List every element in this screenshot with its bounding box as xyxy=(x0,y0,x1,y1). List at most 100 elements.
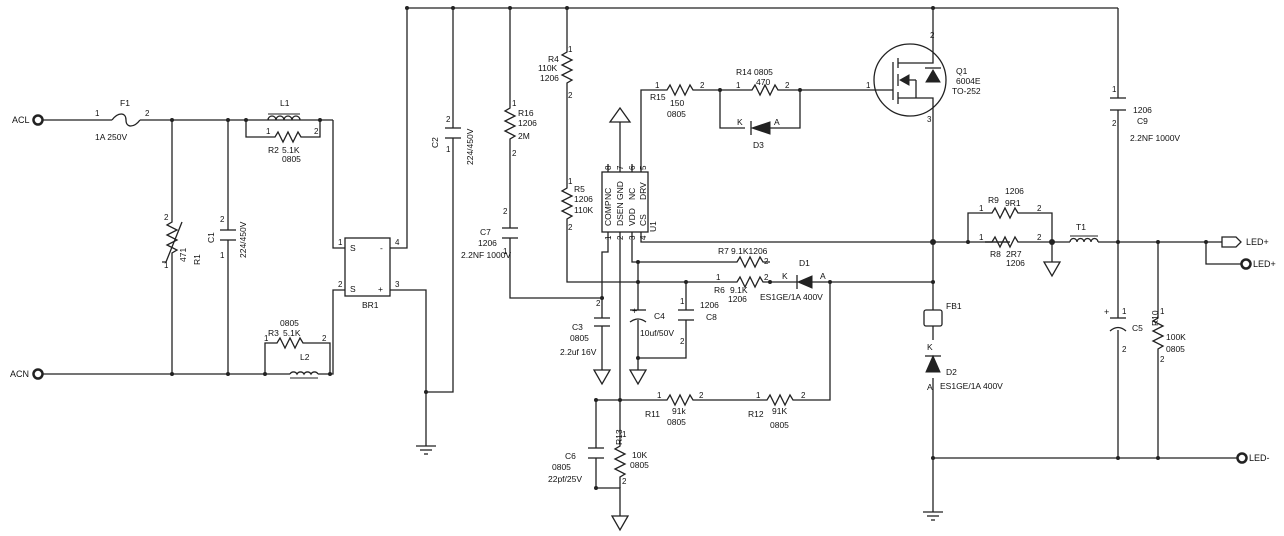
svg-text:1206: 1206 xyxy=(1005,186,1024,196)
svg-text:ACN: ACN xyxy=(10,369,29,379)
svg-text:91K: 91K xyxy=(772,406,787,416)
svg-text:2.2NF 1000V: 2.2NF 1000V xyxy=(461,250,511,260)
svg-text:R5: R5 xyxy=(574,184,585,194)
inductor-l2[interactable]: L2 xyxy=(289,352,319,379)
inductor-l1[interactable]: L1 xyxy=(267,98,301,121)
resistor-r16[interactable]: 1 2 R16 1206 2M xyxy=(503,99,537,158)
svg-text:L1: L1 xyxy=(280,98,290,108)
svg-text:R1: R1 xyxy=(192,254,202,265)
svg-text:2: 2 xyxy=(314,127,319,136)
svg-text:150: 150 xyxy=(670,98,684,108)
svg-text:1: 1 xyxy=(264,334,269,343)
svg-text:T1: T1 xyxy=(1076,222,1086,232)
svg-text:R7: R7 xyxy=(718,246,729,256)
capacitor-c4[interactable]: + C4 10uf/50V xyxy=(629,306,674,338)
svg-text:2: 2 xyxy=(1160,355,1165,364)
svg-text:C3: C3 xyxy=(572,322,583,332)
capacitor-c6[interactable]: C6 0805 22pf/25V xyxy=(548,447,604,484)
svg-text:DRV: DRV xyxy=(638,182,648,200)
svg-text:1: 1 xyxy=(680,297,685,306)
capacitor-c9[interactable]: 1 2 1206 C9 2.2NF 1000V xyxy=(1110,85,1180,143)
svg-text:1: 1 xyxy=(756,391,761,400)
resistor-r8[interactable]: 1 2 R8 2R7 1206 xyxy=(979,233,1042,268)
resistor-r13[interactable]: 1 2 R13 10K 0805 xyxy=(613,429,649,486)
svg-text:2: 2 xyxy=(596,299,601,308)
svg-text:0805: 0805 xyxy=(630,460,649,470)
svg-text:R8: R8 xyxy=(990,249,1001,259)
resistor-r5[interactable]: 1 2 R5 1206 110K xyxy=(560,177,594,232)
capacitor-c8[interactable]: 1 2 1206 C8 xyxy=(678,297,719,346)
svg-text:0805: 0805 xyxy=(770,420,789,430)
svg-text:2R7: 2R7 xyxy=(1006,249,1022,259)
terminal-led-minus[interactable]: LED- xyxy=(1236,452,1270,464)
resistor-r7[interactable]: R7 9.1K1206 xyxy=(718,246,770,269)
svg-text:1: 1 xyxy=(446,145,451,154)
diode-d3[interactable]: K A D3 xyxy=(737,117,780,150)
svg-text:2: 2 xyxy=(1037,233,1042,242)
svg-text:R14: R14 xyxy=(736,67,752,77)
svg-text:R6: R6 xyxy=(714,285,725,295)
capacitor-c1[interactable]: 2 1 C1 224/450V xyxy=(206,215,248,260)
ic-u1[interactable]: NC GND NC DRV 8 7 6 5 COMP DSEN VDD CS 1… xyxy=(601,164,658,240)
svg-text:+: + xyxy=(1104,307,1109,317)
svg-text:R3: R3 xyxy=(268,328,279,338)
terminal-acn[interactable]: ACN xyxy=(10,368,44,380)
capacitor-c2[interactable]: 2 1 C2 224/450V xyxy=(430,115,475,165)
terminal-acl[interactable]: ACL xyxy=(12,114,44,126)
resistor-r2[interactable]: 1 2 R2 5.1K 0805 xyxy=(266,127,319,164)
capacitor-c3[interactable]: 2 C3 0805 2.2uf 16V xyxy=(560,299,610,357)
svg-text:2: 2 xyxy=(503,207,508,216)
svg-text:1: 1 xyxy=(655,81,660,90)
terminal-led-plus-connector[interactable]: LED+ xyxy=(1221,236,1269,248)
svg-text:1: 1 xyxy=(266,127,271,136)
svg-text:0805: 0805 xyxy=(280,318,299,328)
svg-text:2.2uf 16V: 2.2uf 16V xyxy=(560,347,597,357)
bridge-rectifier-br1[interactable]: S S - + 1 2 3 4 BR1 xyxy=(338,237,400,310)
svg-text:1: 1 xyxy=(95,109,100,118)
svg-text:R2: R2 xyxy=(268,145,279,155)
vdd-arrow-symbol xyxy=(608,106,632,164)
resistor-r11[interactable]: 1 2 R11 91k 0805 xyxy=(645,391,710,427)
resistor-r14[interactable]: R14 0805 470 1 2 xyxy=(736,67,790,97)
svg-text:9.1K1206: 9.1K1206 xyxy=(731,246,768,256)
ferrite-bead-fb1[interactable]: FB1 xyxy=(923,301,962,327)
svg-text:NC: NC xyxy=(627,188,637,200)
svg-text:2: 2 xyxy=(512,149,517,158)
resistor-r15[interactable]: 1 2 R15 150 0805 xyxy=(650,81,705,119)
svg-text:2: 2 xyxy=(164,213,169,222)
resistor-r6[interactable]: 1 2 2 R6 9.1K 1206 xyxy=(714,257,770,304)
svg-text:1: 1 xyxy=(622,430,627,439)
fuse-f1[interactable]: F1 1 2 1A 250V xyxy=(95,98,150,142)
svg-text:TO-252: TO-252 xyxy=(952,86,981,96)
svg-text:1: 1 xyxy=(1160,307,1165,316)
resistor-r12[interactable]: 1 2 R12 91K 0805 xyxy=(748,391,812,430)
svg-text:1: 1 xyxy=(512,99,517,108)
svg-text:ES1GE/1A 400V: ES1GE/1A 400V xyxy=(940,381,1003,391)
svg-text:1206: 1206 xyxy=(1006,258,1025,268)
svg-text:C9: C9 xyxy=(1137,116,1148,126)
svg-text:+: + xyxy=(632,306,637,316)
svg-text:C5: C5 xyxy=(1132,323,1143,333)
svg-text:A: A xyxy=(927,382,933,392)
svg-text:Q1: Q1 xyxy=(956,66,968,76)
terminal-led-plus-pad[interactable]: LED+ xyxy=(1240,258,1276,270)
svg-text:+: + xyxy=(378,284,383,294)
resistor-r4[interactable]: 1 2 R4 110K 1206 xyxy=(538,45,574,100)
mosfet-q1[interactable]: 1 2 3 Q1 6004E TO-252 xyxy=(866,31,981,124)
svg-text:C7: C7 xyxy=(480,227,491,237)
capacitor-c7[interactable]: 2 1 C7 1206 2.2NF 1000V xyxy=(461,207,518,260)
svg-text:S: S xyxy=(350,243,356,253)
svg-text:3: 3 xyxy=(927,115,932,124)
inductor-t1[interactable]: T1 xyxy=(1069,222,1099,243)
svg-text:2: 2 xyxy=(1037,204,1042,213)
diode-d2[interactable]: K A D2 ES1GE/1A 400V xyxy=(925,342,1003,392)
svg-text:2: 2 xyxy=(568,91,573,100)
resistor-r9[interactable]: 1206 R9 9R1 1 2 xyxy=(979,186,1042,220)
svg-text:10K: 10K xyxy=(632,450,647,460)
diode-d1[interactable]: K A D1 ES1GE/1A 400V xyxy=(760,258,826,302)
varistor-r1[interactable]: 2 1 R1 471 xyxy=(162,213,202,270)
svg-text:1206: 1206 xyxy=(1133,105,1152,115)
resistor-r3[interactable]: 0805 R3 5.1K 1 2 xyxy=(264,318,327,350)
capacitor-c5[interactable]: + 1 2 C5 xyxy=(1104,307,1143,354)
resistor-r10[interactable]: 1 2 R10 100K 0805 xyxy=(1150,307,1186,364)
